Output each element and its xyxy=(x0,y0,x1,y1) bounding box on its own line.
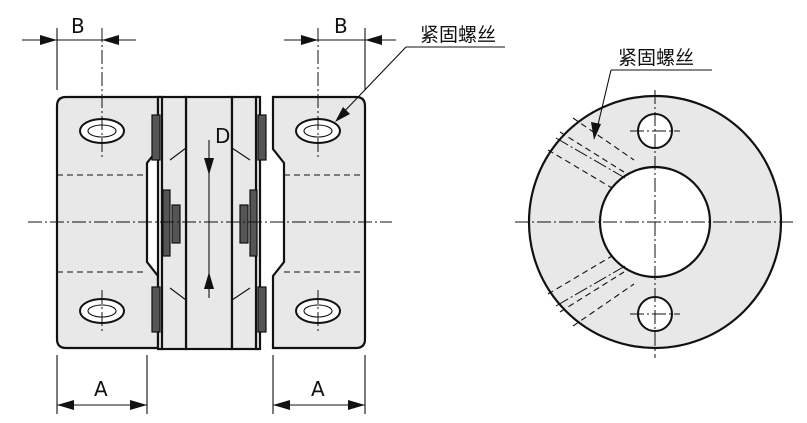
set-screw-label-side: 紧固螺丝 xyxy=(420,24,496,46)
dim-a-right: A xyxy=(272,355,366,414)
left-bolt-head xyxy=(171,204,181,244)
disc-pack-right xyxy=(249,189,258,257)
end-view: 紧固螺丝 xyxy=(515,47,795,358)
dim-b-left-label: B xyxy=(71,14,85,38)
dim-a-left-label: A xyxy=(94,377,108,401)
dim-b-left: B xyxy=(22,14,136,90)
hidden-screw-passage-lower xyxy=(547,255,635,327)
hidden-screw-passage-upper xyxy=(547,117,635,189)
flange-bolt xyxy=(257,286,267,333)
set-screw-label-end: 紧固螺丝 xyxy=(618,47,694,69)
dim-d-label: D xyxy=(215,124,230,148)
side-view: D B B A xyxy=(22,14,505,414)
set-screw-callout-side: 紧固螺丝 xyxy=(335,24,505,122)
flange-bolt xyxy=(151,286,161,333)
dim-a-left: A xyxy=(56,355,148,414)
disc-pack-left xyxy=(162,189,171,257)
set-screw-callout-end: 紧固螺丝 xyxy=(591,47,712,140)
dim-b-right-label: B xyxy=(334,14,348,38)
left-plate xyxy=(156,95,164,351)
flange-bolt xyxy=(151,114,161,161)
dim-d: D xyxy=(204,124,230,298)
dim-b-right: B xyxy=(284,14,396,90)
flange-bolt xyxy=(257,114,267,161)
dim-a-right-label: A xyxy=(311,377,325,401)
right-bolt-head xyxy=(239,204,249,244)
